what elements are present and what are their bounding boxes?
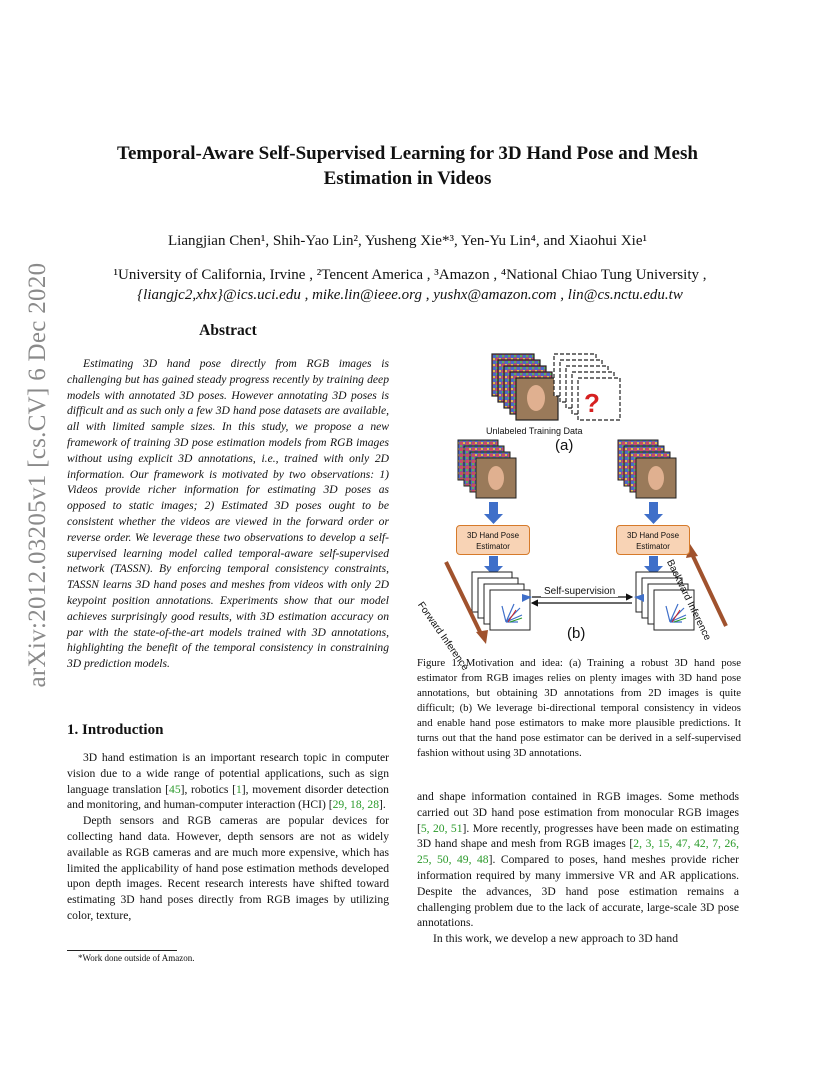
title-line-1: Temporal-Aware Self-Supervised Learning … bbox=[117, 143, 698, 164]
arrow-down-left-1 bbox=[484, 502, 503, 524]
footnote: *Work done outside of Amazon. bbox=[78, 953, 195, 963]
intro-paragraph-1: 3D hand estimation is an important resea… bbox=[67, 751, 389, 812]
author-list: Liangjian Chen¹, Shih-Yao Lin², Yusheng … bbox=[167, 233, 648, 249]
title-line-2: Estimation in Videos bbox=[323, 168, 492, 189]
unlabeled-training-data-label: Unlabeled Training Data bbox=[486, 426, 583, 436]
abstract-body: Estimating 3D hand pose directly from RG… bbox=[67, 357, 389, 671]
figure-caption: Figure 1. Motivation and idea: (a) Train… bbox=[417, 657, 741, 759]
right-paragraph-2: In this work, we develop a new approach … bbox=[433, 932, 679, 946]
arxiv-identifier-sidebar: arXiv:2012.03205v1 [cs.CV] 6 Dec 2020 bbox=[18, 263, 58, 688]
estimator-box-right: 3D Hand Pose Estimator bbox=[616, 525, 690, 555]
input-frames-right bbox=[617, 439, 677, 499]
estimator-box-left: 3D Hand Pose Estimator bbox=[456, 525, 530, 555]
introduction-heading: 1. Introduction bbox=[67, 722, 164, 738]
citation-link[interactable]: 45 bbox=[169, 782, 181, 796]
input-frames-left bbox=[457, 439, 517, 499]
email-list: {liangjc2,xhx}@ics.uci.edu , mike.lin@ie… bbox=[137, 287, 683, 303]
arrow-down-right-1 bbox=[644, 502, 663, 524]
unlabeled-dashed-frames bbox=[553, 353, 621, 421]
panel-label-b: (b) bbox=[567, 625, 586, 642]
abstract-heading: Abstract bbox=[199, 322, 257, 339]
figure-1: ? bbox=[415, 340, 744, 673]
arrow-down-left-2 bbox=[484, 556, 503, 576]
blue-arrow-right-output bbox=[634, 594, 644, 602]
citation-link[interactable]: 29, 18, 28 bbox=[332, 798, 379, 812]
intro-paragraph-2: Depth sensors and RGB cameras are popula… bbox=[67, 814, 389, 922]
panel-label-a: (a) bbox=[555, 437, 574, 454]
forward-inference-arrow bbox=[444, 561, 484, 637]
paper-title: Temporal-Aware Self-Supervised Learning … bbox=[90, 141, 725, 191]
pose-output-stack-right bbox=[635, 571, 695, 631]
blue-arrow-left-output bbox=[522, 594, 532, 602]
citation-link[interactable]: 5, 20, 51 bbox=[420, 821, 463, 835]
right-paragraph-1: and shape information contained in RGB i… bbox=[417, 790, 740, 930]
stacked-image-frames-a bbox=[491, 353, 559, 421]
figure-graphic: ? bbox=[444, 353, 728, 644]
right-column-text: and shape information contained in RGB i… bbox=[417, 789, 739, 947]
affiliations: ¹University of California, Irvine , ²Ten… bbox=[113, 267, 707, 283]
citation-link[interactable]: 2, 3, 15, 47, 42, 7, 26, 25, 50, 49, 48 bbox=[417, 837, 739, 867]
affiliations-block: ¹University of California, Irvine , ²Ten… bbox=[60, 265, 760, 305]
self-supervision-label: Self-supervision bbox=[541, 586, 619, 597]
arrow-down-right-2 bbox=[644, 556, 663, 576]
citation-link[interactable]: 1 bbox=[235, 782, 242, 796]
question-mark-glyph: ? bbox=[584, 388, 600, 418]
pose-output-stack-left bbox=[471, 571, 531, 631]
left-column-text: 3D hand estimation is an important resea… bbox=[67, 750, 389, 924]
backward-inference-arrow bbox=[690, 553, 728, 627]
arxiv-identifier: arXiv:2012.03205v1 [cs.CV] 6 Dec 2020 bbox=[24, 262, 51, 688]
footnote-rule bbox=[67, 950, 177, 951]
